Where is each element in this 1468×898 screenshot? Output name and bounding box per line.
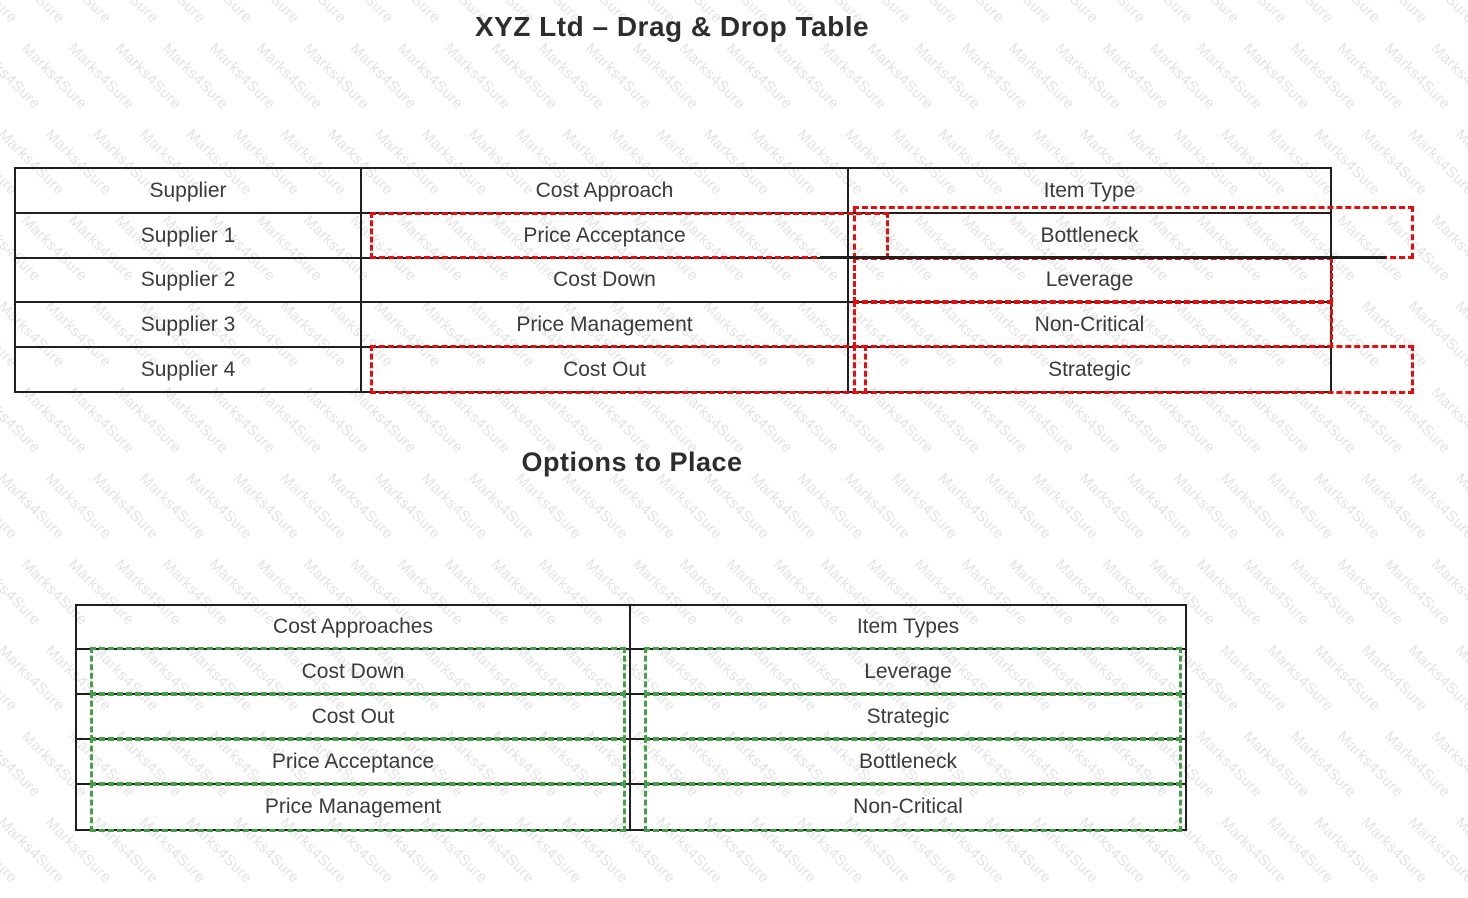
item-type-drop-cell[interactable]: Bottleneck (849, 206, 1414, 259)
cost-approach-drop-cell[interactable]: Price Management (362, 303, 849, 348)
item-type-drop-cell[interactable]: Leverage (849, 257, 1333, 303)
supplier-cell: Supplier 3 (16, 303, 362, 348)
drop-zone-outline (370, 345, 867, 394)
cost-approach-drop-cell[interactable]: Price Acceptance (362, 212, 889, 259)
option-item-type[interactable]: Bottleneck (631, 737, 1187, 786)
option-cost-approach[interactable]: Price Acceptance (77, 737, 631, 786)
options-table: Cost Approaches Item Types Cost Down Lev… (75, 604, 1187, 832)
option-item-type[interactable]: Leverage (631, 647, 1187, 696)
option-item-type[interactable]: Strategic (631, 692, 1187, 741)
option-cost-approach[interactable]: Cost Out (77, 692, 631, 741)
drop-zone-outline (853, 345, 1414, 394)
assignment-table: Supplier Cost Approach Item Type Supplie… (14, 167, 1414, 394)
item-type-drop-cell[interactable]: Non-Critical (849, 301, 1333, 348)
page-title: XYZ Ltd – Drag & Drop Table (474, 11, 870, 42)
supplier-cell: Supplier 1 (16, 214, 362, 259)
option-drag-outline (644, 782, 1182, 832)
option-cost-approach[interactable]: Price Management (77, 782, 631, 832)
cost-approach-drop-cell[interactable]: Cost Down (362, 259, 849, 303)
column-header-supplier: Supplier (16, 169, 362, 214)
option-cost-approach[interactable]: Cost Down (77, 647, 631, 696)
item-type-drop-cell[interactable]: Strategic (849, 345, 1414, 394)
column-header-item-types: Item Types (631, 606, 1187, 650)
option-drag-outline (90, 782, 626, 832)
option-item-type[interactable]: Non-Critical (631, 782, 1187, 832)
cost-approach-drop-cell[interactable]: Cost Out (362, 345, 867, 394)
supplier-cell: Supplier 4 (16, 348, 362, 393)
column-header-cost-approach: Cost Approach (362, 169, 849, 214)
column-header-item-type: Item Type (849, 169, 1332, 214)
column-header-cost-approaches: Cost Approaches (77, 606, 631, 650)
drop-zone-outline (370, 212, 889, 259)
row-divider-artifact (820, 256, 1386, 259)
supplier-cell: Supplier 2 (16, 259, 362, 303)
options-heading: Options to Place (521, 447, 743, 477)
